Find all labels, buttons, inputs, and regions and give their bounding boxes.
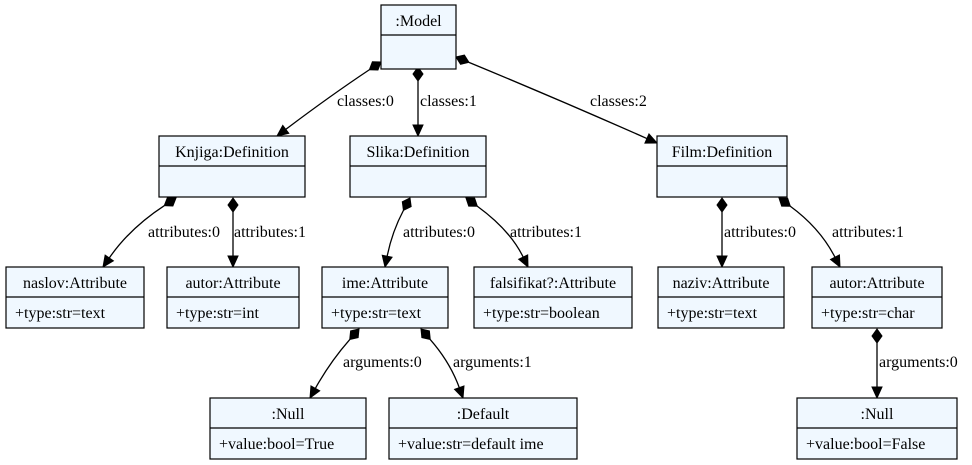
node-attribute: +type:str=text bbox=[331, 305, 422, 322]
edge-ime-null1: arguments:0 bbox=[309, 328, 422, 400]
arrow-head bbox=[871, 386, 883, 400]
arrow-head bbox=[517, 254, 529, 269]
node-attribute: +type:str=int bbox=[176, 305, 259, 322]
composition-diamond bbox=[716, 197, 728, 213]
edge-film-autor2: attributes:1 bbox=[778, 197, 904, 269]
node-box bbox=[380, 4, 457, 70]
composition-diamond bbox=[871, 328, 883, 344]
node-title: Knjiga:Definition bbox=[175, 144, 289, 161]
node-title: Film:Definition bbox=[672, 144, 772, 161]
arrow-head bbox=[276, 124, 290, 137]
node-model[interactable]: :Model bbox=[380, 4, 457, 70]
node-title: autor:Attribute bbox=[829, 275, 924, 292]
edge-label: arguments:0 bbox=[343, 354, 422, 371]
edge-knjiga-autor1: attributes:1 bbox=[227, 197, 306, 269]
edge-slika-ime: attributes:0 bbox=[381, 197, 475, 269]
edge-line bbox=[789, 205, 836, 258]
node-naziv[interactable]: naziv:Attribute +type:str=text bbox=[657, 266, 785, 329]
composition-diamond bbox=[465, 197, 479, 207]
node-knjiga[interactable]: Knjiga:Definition bbox=[158, 135, 306, 198]
edge-model-knjiga: classes:0 bbox=[276, 61, 394, 137]
node-title: :Model bbox=[395, 13, 442, 30]
composition-diamond bbox=[349, 328, 360, 341]
edge-knjiga-naslov: attributes:0 bbox=[102, 197, 220, 268]
arrow-head bbox=[453, 385, 465, 400]
edge-line bbox=[429, 339, 460, 388]
edge-film-naziv: attributes:0 bbox=[716, 197, 796, 269]
edge-label: attributes:0 bbox=[724, 224, 796, 241]
node-slika[interactable]: Slika:Definition bbox=[349, 135, 487, 198]
edge-label: classes:1 bbox=[420, 93, 477, 110]
node-null2[interactable]: :Null +value:bool=False bbox=[796, 397, 958, 460]
node-title: autor:Attribute bbox=[185, 275, 280, 292]
edge-label: attributes:0 bbox=[403, 224, 475, 241]
arrow-head bbox=[644, 133, 659, 144]
node-title: naslov:Attribute bbox=[23, 275, 127, 292]
node-title: falsifikat?:Attribute bbox=[490, 275, 616, 292]
edge-label: classes:2 bbox=[590, 93, 647, 110]
node-title: :Null bbox=[861, 406, 894, 423]
node-attribute: +value:bool=True bbox=[219, 436, 334, 453]
node-attribute: +type:str=text bbox=[667, 305, 758, 322]
node-ime[interactable]: ime:Attribute +type:str=text bbox=[321, 266, 449, 329]
composition-diamond bbox=[778, 197, 791, 207]
edge-model-slika: classes:1 bbox=[412, 66, 477, 138]
node-autor2[interactable]: autor:Attribute +type:str=char bbox=[811, 266, 943, 329]
arrow-head bbox=[102, 254, 115, 268]
node-autor1[interactable]: autor:Attribute +type:str=int bbox=[166, 266, 300, 329]
edge-label: arguments:0 bbox=[879, 354, 958, 371]
composition-diamond bbox=[368, 61, 382, 71]
node-title: naziv:Attribute bbox=[673, 275, 770, 292]
edge-autor2-null2: arguments:0 bbox=[871, 328, 958, 400]
edge-model-film: classes:2 bbox=[455, 54, 659, 144]
edge-line bbox=[468, 61, 648, 140]
composition-diamond bbox=[420, 328, 431, 341]
node-title: :Default bbox=[457, 406, 510, 423]
arrow-head bbox=[227, 255, 239, 269]
arrow-head bbox=[412, 124, 424, 138]
node-naslov[interactable]: naslov:Attribute +type:str=text bbox=[5, 266, 145, 329]
edge-line bbox=[386, 210, 405, 257]
edge-line bbox=[108, 205, 165, 259]
node-attribute: +type:str=boolean bbox=[483, 305, 600, 322]
arrow-head bbox=[309, 385, 321, 400]
edge-label: attributes:1 bbox=[832, 224, 904, 241]
node-falsifikat[interactable]: falsifikat?:Attribute +type:str=boolean bbox=[473, 266, 633, 329]
node-attribute: +value:bool=False bbox=[806, 436, 925, 453]
edge-line bbox=[314, 339, 351, 389]
node-attribute: +type:str=char bbox=[821, 305, 915, 322]
edge-ime-default1: arguments:1 bbox=[420, 328, 532, 400]
node-title: :Null bbox=[272, 406, 305, 423]
edge-label: arguments:1 bbox=[453, 354, 532, 371]
arrow-head bbox=[716, 255, 728, 269]
node-null1[interactable]: :Null +value:bool=True bbox=[209, 397, 367, 460]
node-title: ime:Attribute bbox=[342, 275, 428, 292]
composition-diamond bbox=[412, 66, 424, 82]
edge-slika-falsifikat: attributes:1 bbox=[465, 197, 582, 269]
node-film[interactable]: Film:Definition bbox=[656, 135, 788, 198]
arrow-head bbox=[829, 254, 841, 269]
node-title: Slika:Definition bbox=[366, 144, 469, 161]
edge-label: classes:0 bbox=[337, 93, 394, 110]
composition-diamond bbox=[401, 197, 412, 212]
composition-diamond bbox=[163, 197, 177, 207]
arrow-head bbox=[381, 254, 393, 269]
edge-line bbox=[476, 205, 524, 258]
node-attribute: +value:str=default ime bbox=[398, 436, 544, 453]
composition-diamond bbox=[227, 197, 239, 213]
composition-diamond bbox=[455, 54, 470, 65]
node-attribute: +type:str=text bbox=[15, 305, 106, 322]
node-default1[interactable]: :Default +value:str=default ime bbox=[388, 397, 578, 460]
edge-label: attributes:1 bbox=[234, 224, 306, 241]
edge-label: attributes:1 bbox=[510, 224, 582, 241]
edge-line bbox=[285, 69, 370, 130]
edge-label: attributes:0 bbox=[148, 224, 220, 241]
